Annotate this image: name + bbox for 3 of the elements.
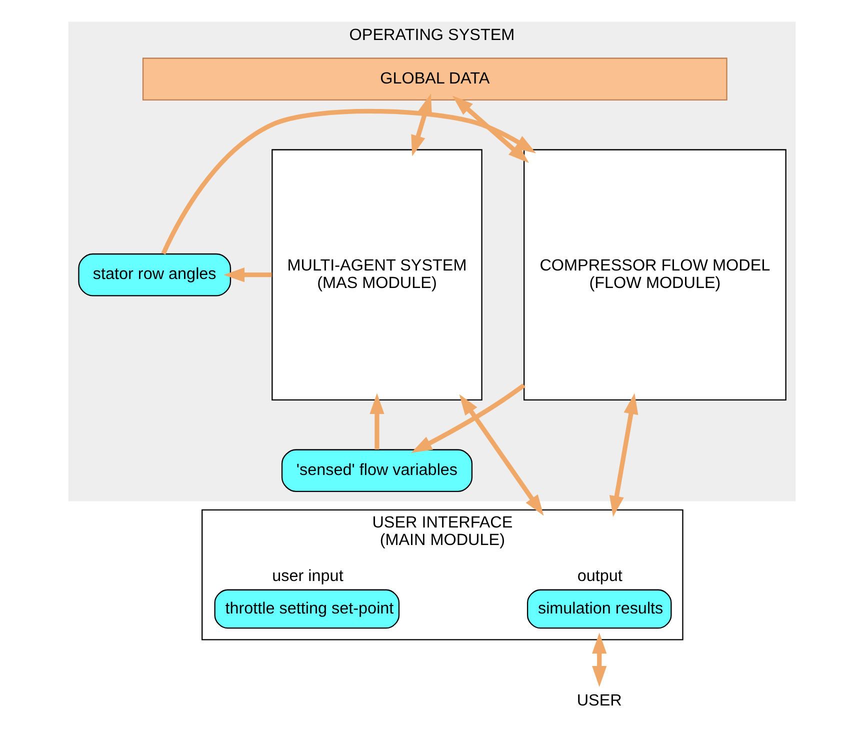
- node-label: user input: [272, 566, 344, 585]
- node-text: USER: [576, 691, 622, 710]
- node-label: output: [577, 566, 622, 585]
